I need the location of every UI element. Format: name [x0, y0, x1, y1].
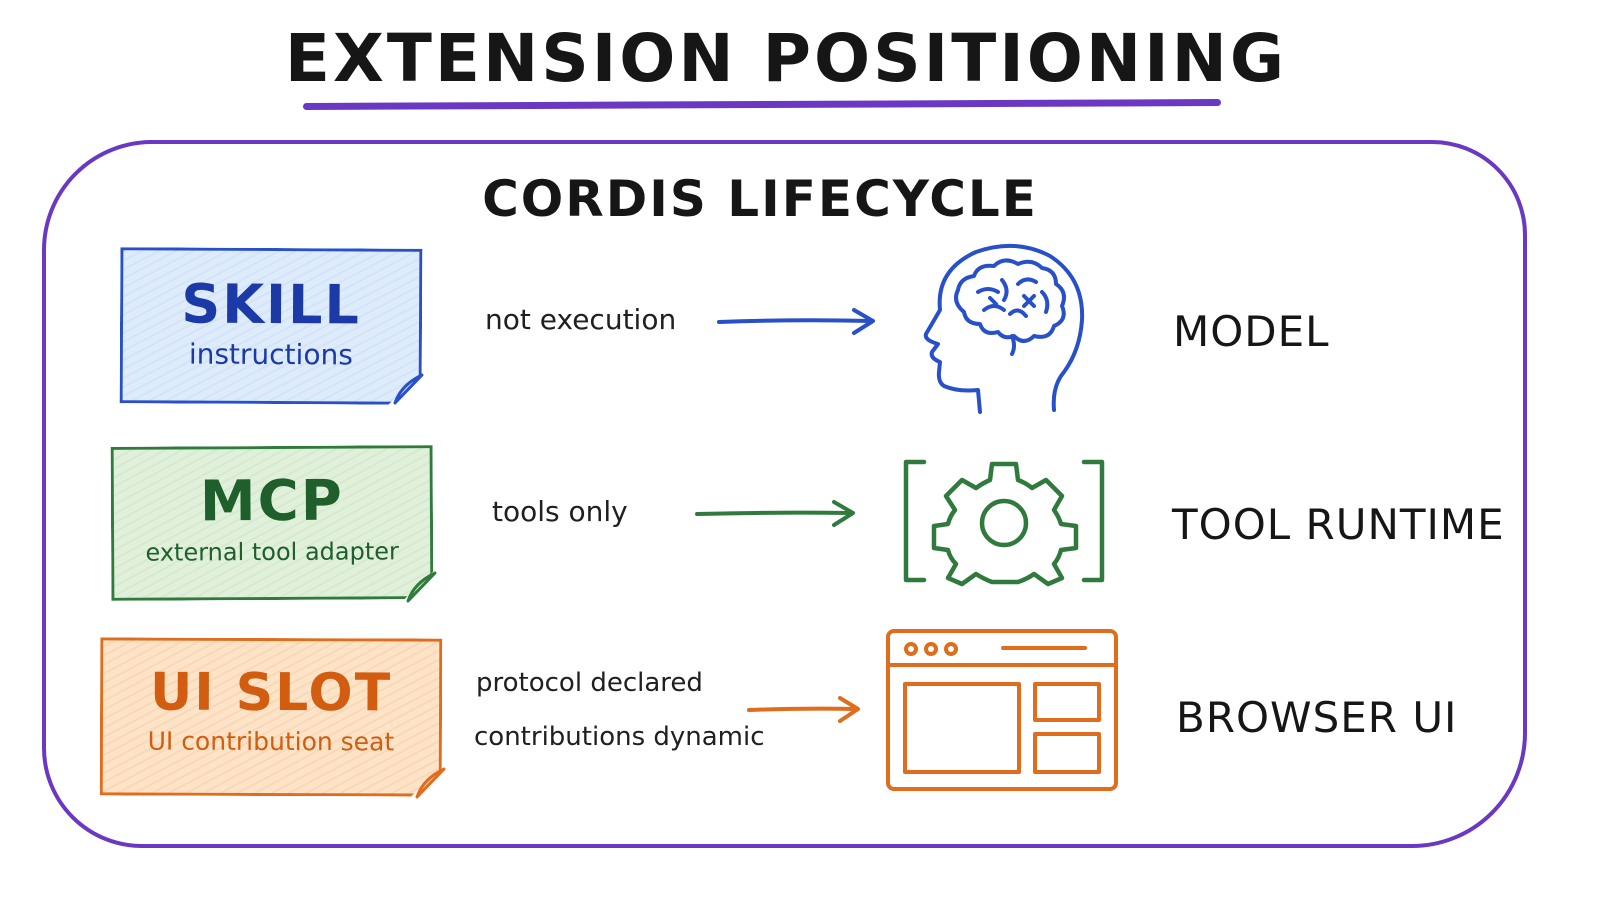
brain-head-icon: [923, 243, 1085, 414]
mcp-description: external tool adapter: [145, 537, 399, 567]
mcp-note-fold: [406, 571, 437, 603]
ui-slot-connector-label-2: contributions dynamic: [474, 722, 765, 752]
lifecycle-frame: [42, 140, 1527, 848]
skill-name: SKILL: [181, 272, 362, 337]
ui-slot-arrow: [747, 696, 860, 723]
ui-slot-note-fold: [415, 767, 446, 799]
ui-slot-name: UI SLOT: [149, 662, 393, 724]
target-model: MODEL: [1173, 307, 1330, 356]
lifecycle-title: CORDIS LIFECYCLE: [482, 170, 1038, 228]
target-tool-runtime: TOOL RUNTIME: [1172, 500, 1505, 549]
diagram-title: EXTENSION POSITIONING: [284, 20, 1288, 97]
mcp-arrow: [695, 500, 855, 527]
skill-note: SKILL instructions: [120, 247, 423, 405]
target-browser-ui: BROWSER UI: [1176, 693, 1458, 742]
ui-slot-description: UI contribution seat: [147, 726, 395, 757]
skill-description: instructions: [188, 337, 353, 372]
title-underline: [302, 98, 1222, 111]
ui-slot-connector-label-1: protocol declared: [476, 668, 703, 698]
mcp-connector-label: tools only: [492, 495, 628, 528]
browser-window-icon: [886, 629, 1118, 791]
mcp-note: MCP external tool adapter: [111, 445, 434, 601]
gear-icon: [903, 459, 1105, 587]
mcp-name: MCP: [199, 468, 344, 535]
skill-arrow: [717, 308, 875, 335]
ui-slot-note: UI SLOT UI contribution seat: [100, 637, 443, 796]
skill-note-fold: [393, 373, 424, 405]
skill-connector-label: not execution: [485, 303, 677, 336]
